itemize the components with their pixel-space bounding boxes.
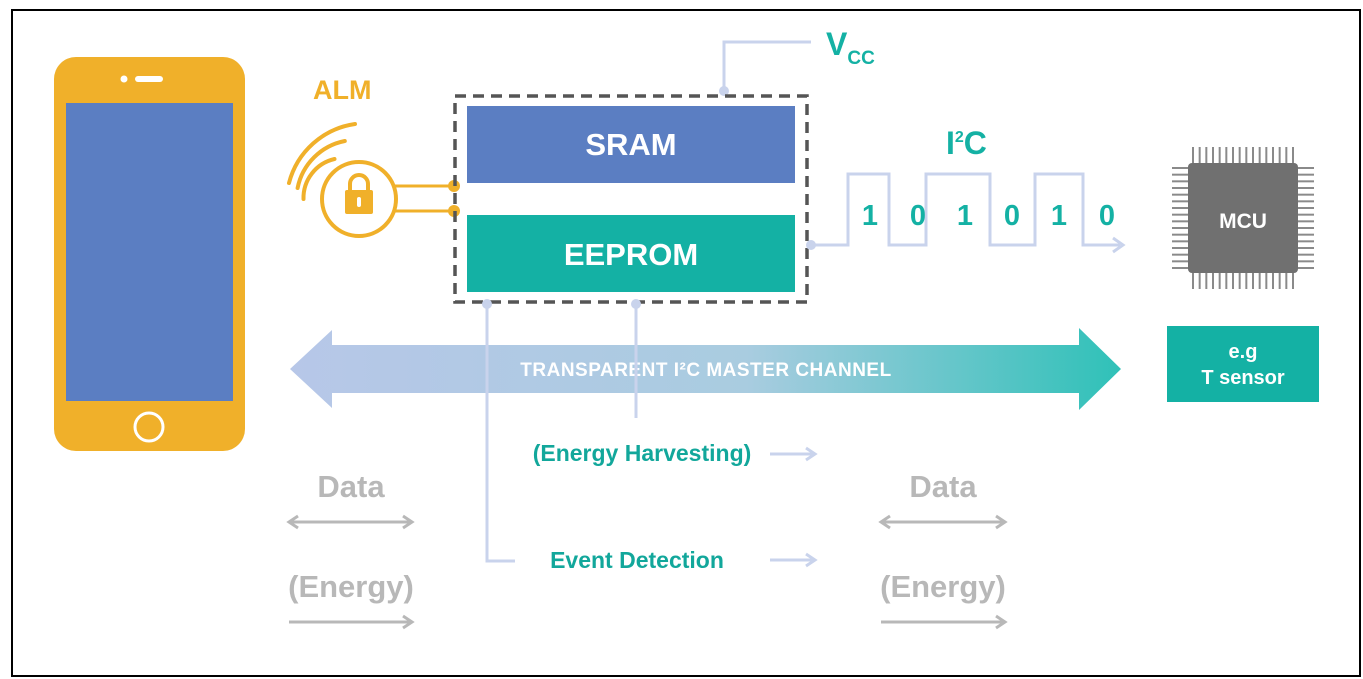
mcu-label: MCU (1219, 210, 1267, 233)
channel-label: TRANSPARENT I²C MASTER CHANNEL (520, 360, 891, 381)
chip-outline (453, 94, 809, 304)
energy-arrow-right (881, 614, 1008, 630)
lock-icon (345, 173, 373, 214)
bit-value: 1 (957, 200, 973, 232)
lock-circle (320, 160, 398, 238)
energy-harvesting-label: (Energy Harvesting) (533, 440, 752, 466)
event-detection-label: Event Detection (550, 547, 724, 573)
mcu-pins (1172, 147, 1314, 289)
energy-pin-dot (631, 299, 641, 309)
bit-value: 1 (1051, 200, 1067, 232)
alm-label: ALM (313, 75, 371, 105)
data-label-right: Data (909, 469, 977, 504)
i2c-bits: 1 0 1 0 1 0 (862, 200, 1115, 232)
bit-value: 1 (862, 200, 878, 232)
sram-label: SRAM (585, 127, 676, 162)
bit-value: 0 (1004, 200, 1020, 232)
event-pin-dot (482, 299, 492, 309)
sram-block (467, 106, 795, 183)
phone-camera-dot (120, 75, 128, 83)
energy-arrow-left (289, 614, 415, 630)
mcu-body (1188, 163, 1298, 273)
data-arrow-right (878, 514, 1008, 530)
sensor-label-line1: e.g (1229, 341, 1258, 363)
vcc-pin-dot (719, 86, 729, 96)
vcc-label: VCC (826, 26, 875, 69)
smartphone (54, 57, 245, 451)
data-arrow-left (286, 514, 415, 530)
eeprom-label: EEPROM (564, 237, 698, 272)
mcu-chip: MCU (1172, 147, 1314, 289)
alm-connection-lines (394, 184, 453, 213)
diagram-frame (11, 9, 1361, 677)
energy-label-left: (Energy) (288, 569, 414, 604)
chip-signal-lines (485, 305, 638, 563)
sensor-box (1167, 326, 1319, 402)
i2c-arrow-head (1112, 236, 1126, 254)
phone-screen (66, 103, 233, 401)
sensor-label-line2: T sensor (1201, 367, 1285, 389)
eeprom-block (467, 215, 795, 292)
data-label-left: Data (317, 469, 385, 504)
i2c-label: I2C (946, 125, 987, 161)
wireless-signal-icon (287, 122, 357, 201)
transparent-channel-arrow (290, 328, 1121, 410)
energy-label-right: (Energy) (880, 569, 1006, 604)
phone-home-button (133, 411, 165, 443)
bit-value: 0 (910, 200, 926, 232)
output-arrows (770, 446, 818, 568)
bit-value: 0 (1099, 200, 1115, 232)
i2c-waveform (811, 172, 1120, 247)
phone-speaker (135, 76, 163, 82)
vcc-line (722, 40, 811, 90)
